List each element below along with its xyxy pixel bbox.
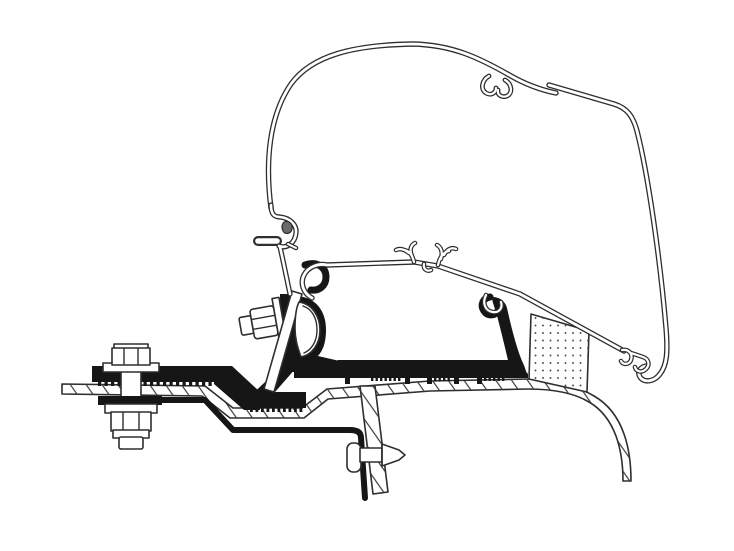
adapter-rail xyxy=(302,243,648,371)
adapter-lower-profile xyxy=(157,397,368,501)
case-mount-foot xyxy=(253,205,296,294)
mounting-bolt xyxy=(92,343,218,450)
bracket-teeth-foot xyxy=(250,406,303,412)
expansion-rivet xyxy=(346,442,406,473)
bracket-teeth-right xyxy=(345,376,505,384)
clamp-plate xyxy=(263,290,303,393)
foot-pebble xyxy=(281,220,293,235)
foam-spacer-block xyxy=(528,313,590,393)
clamp-half-moon xyxy=(294,301,321,358)
awning-case-shell xyxy=(268,44,666,381)
